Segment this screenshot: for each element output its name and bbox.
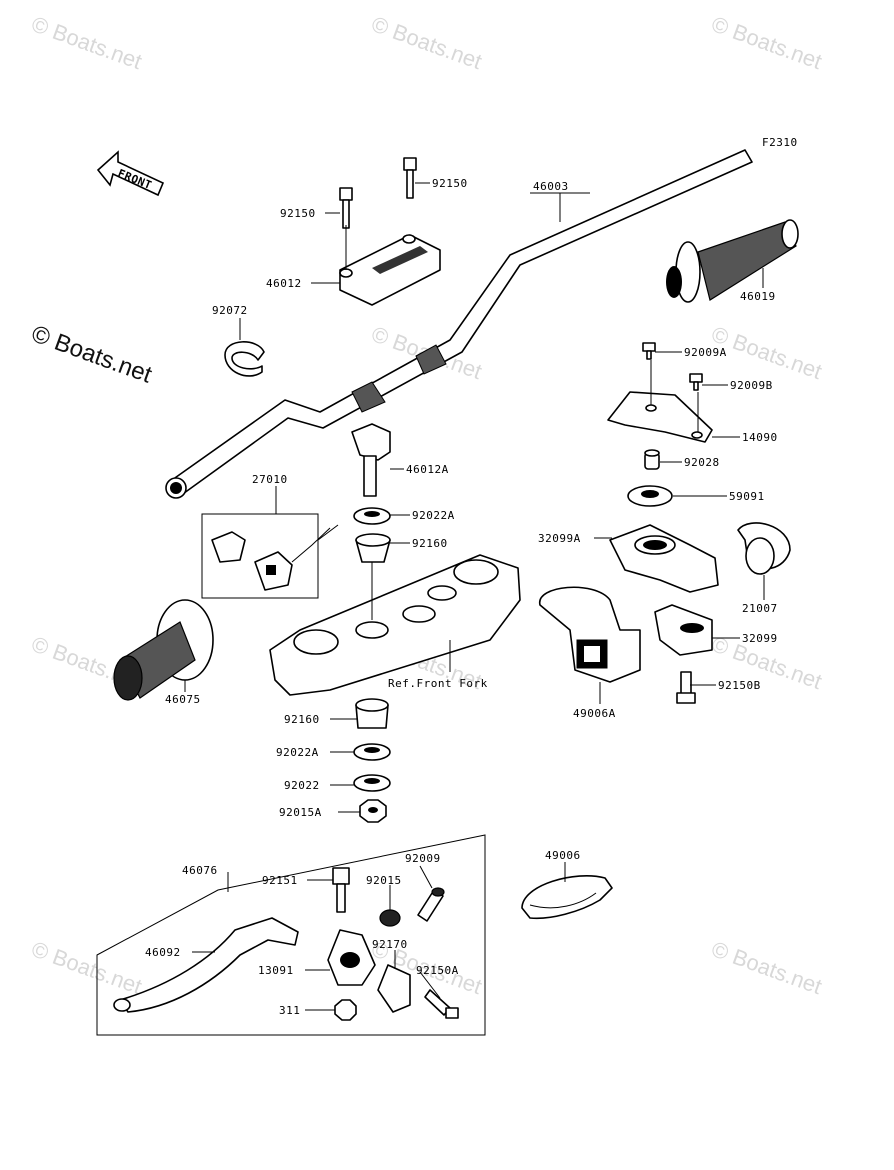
nut-92015 bbox=[379, 909, 401, 927]
washer-92022 bbox=[353, 774, 391, 792]
guide-21007 bbox=[737, 522, 791, 575]
left-grip-46075 bbox=[113, 599, 214, 701]
holder-46012A bbox=[351, 423, 391, 497]
figure-code: F2310 bbox=[762, 136, 798, 149]
bolt-92150-left bbox=[339, 187, 353, 229]
callout-92150: 92150 bbox=[432, 177, 468, 190]
callout-92009B: 92009B bbox=[730, 379, 773, 392]
grommet-59091 bbox=[627, 485, 673, 507]
callout-92015A: 92015A bbox=[279, 806, 322, 819]
callout-46019: 46019 bbox=[740, 290, 776, 303]
screw-92009B bbox=[689, 373, 703, 391]
callout-46012: 46012 bbox=[266, 277, 302, 290]
callout-46003: 46003 bbox=[533, 180, 569, 193]
callout-92022A: 92022A bbox=[276, 746, 319, 759]
bolt-92150B bbox=[676, 671, 696, 704]
callout-labels: 46003 92150 92150 46012 46019 92072 9200… bbox=[145, 177, 778, 1017]
washer-92022A-top bbox=[353, 507, 391, 525]
handlebar-46003 bbox=[165, 149, 753, 499]
callout-92160: 92160 bbox=[284, 713, 320, 726]
callout-13091: 13091 bbox=[258, 964, 294, 977]
watermark-text: © Boats.net bbox=[368, 11, 485, 74]
throttle-grip-46019 bbox=[666, 219, 799, 303]
callout-21007: 21007 bbox=[742, 602, 778, 615]
steering-stem-clamp bbox=[269, 554, 521, 696]
clamp-92170 bbox=[377, 964, 411, 1013]
switch-27010-box bbox=[201, 513, 339, 599]
callout-46012A: 46012A bbox=[406, 463, 449, 476]
callout-311: 311 bbox=[279, 1004, 300, 1017]
washer-92022A-bottom bbox=[353, 743, 391, 761]
cover-49006 bbox=[521, 875, 613, 920]
housing-32099 bbox=[654, 604, 713, 656]
callout-92009: 92009 bbox=[405, 852, 441, 865]
callout-32099: 32099 bbox=[742, 632, 778, 645]
collar-92028 bbox=[644, 449, 660, 470]
callout-92015: 92015 bbox=[366, 874, 402, 887]
nut-92015A bbox=[359, 799, 387, 823]
handlebar-clamp-46012 bbox=[339, 234, 441, 306]
bolt-92150A bbox=[424, 989, 459, 1019]
watermark-text: © Boats.net bbox=[708, 936, 825, 999]
watermark-text: © Boats.net bbox=[28, 936, 145, 999]
callout-27010: 27010 bbox=[252, 473, 288, 486]
watermark-text: © Boats.net bbox=[708, 11, 825, 74]
watermarks: © Boats.net © Boats.net © Boats.net © Bo… bbox=[28, 11, 825, 999]
screw-92009A bbox=[642, 342, 656, 360]
callout-32099A: 32099A bbox=[538, 532, 581, 545]
callout-46092: 46092 bbox=[145, 946, 181, 959]
leader-lines bbox=[184, 182, 765, 1011]
housing-32099A bbox=[609, 524, 719, 593]
nut-311 bbox=[334, 999, 357, 1021]
rubber-92160-top bbox=[355, 533, 391, 563]
bolt-92151 bbox=[332, 867, 350, 913]
holder-49006A bbox=[539, 586, 641, 683]
callout-92028: 92028 bbox=[684, 456, 720, 469]
clamp-band-92072 bbox=[224, 341, 265, 377]
callout-92170: 92170 bbox=[372, 938, 408, 951]
holder-13091 bbox=[327, 929, 376, 986]
callout-49006: 49006 bbox=[545, 849, 581, 862]
callout-14090: 14090 bbox=[742, 431, 778, 444]
lever-46092 bbox=[113, 917, 299, 1013]
callout-ref-front-fork: Ref.Front Fork bbox=[388, 677, 488, 690]
callout-92160: 92160 bbox=[412, 537, 448, 550]
rubber-92160-bottom bbox=[355, 698, 389, 729]
callout-92072: 92072 bbox=[212, 304, 248, 317]
watermark-dark-text: © Boats.net bbox=[28, 320, 156, 388]
callout-92151: 92151 bbox=[262, 874, 298, 887]
callout-46075: 46075 bbox=[165, 693, 201, 706]
callout-92022A: 92022A bbox=[412, 509, 455, 522]
adjuster-92009 bbox=[417, 887, 445, 922]
watermark-text: © Boats.net bbox=[28, 11, 145, 74]
callout-92150B: 92150B bbox=[718, 679, 761, 692]
front-arrow-icon: FRONT bbox=[96, 150, 165, 197]
callout-92150A: 92150A bbox=[416, 964, 459, 977]
callout-92009A: 92009A bbox=[684, 346, 727, 359]
bolt-92150-right bbox=[403, 157, 417, 199]
callout-46076: 46076 bbox=[182, 864, 218, 877]
clutch-lever-box-46076 bbox=[96, 834, 486, 1036]
callout-59091: 59091 bbox=[729, 490, 765, 503]
callout-92022: 92022 bbox=[284, 779, 320, 792]
cover-14090 bbox=[607, 391, 713, 443]
callout-92150: 92150 bbox=[280, 207, 316, 220]
callout-49006A: 49006A bbox=[573, 707, 616, 720]
